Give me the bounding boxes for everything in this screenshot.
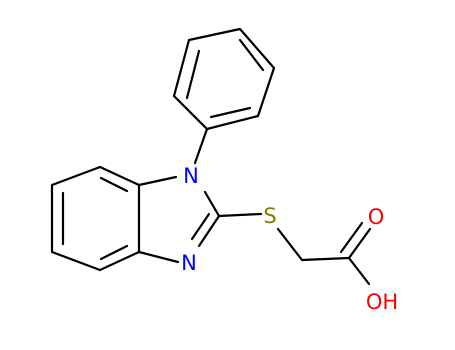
bond-c2-n3 [197,214,221,248]
benzene-ring [50,165,141,272]
bond-c-o-double-1 [347,227,372,260]
bond-benz-2 [50,165,102,187]
bond-phenyl-inner-1 [185,49,201,100]
bond-benz-1 [98,165,141,187]
bond-phenyl-6 [205,114,260,131]
atom-s-label: S [263,204,276,228]
bond-benz-4 [50,250,102,272]
bond-phenyl-5 [256,66,276,118]
bond-phenyl-inner-3 [209,106,252,119]
bond-benz-5 [98,250,141,272]
bond-phenyl-4 [238,27,276,70]
bond-c2-s [217,212,263,218]
bond-phenyl-1 [172,94,209,131]
bond-n1-phenyl [193,127,209,165]
atom-o-carbonyl-label: O [368,205,385,229]
bond-n3-c3a [137,250,180,264]
phenyl-ring [172,27,276,131]
imidazole-ring [137,175,221,264]
atom-n1-label: N [183,164,199,188]
atom-oh-label: OH [366,290,398,314]
bond-benz-inner-1 [99,176,129,193]
bond-s-ch2 [276,227,304,262]
bond-phenyl-3 [187,27,242,42]
bond-n1-c2 [203,190,221,218]
bond-c2-n3-double [190,212,211,241]
bond-ch2-cooh [300,256,351,262]
bond-phenyl-2 [172,38,191,98]
bond-c-o-double-2 [339,221,364,254]
bond-c-oh [347,256,371,286]
atom-n3-label: N [181,251,197,275]
bond-benz-inner-3 [99,244,129,261]
bond-phenyl-inner-2 [238,38,265,72]
bond-c7a-n1 [137,175,178,187]
thioacetic-acid-chain [217,212,372,286]
